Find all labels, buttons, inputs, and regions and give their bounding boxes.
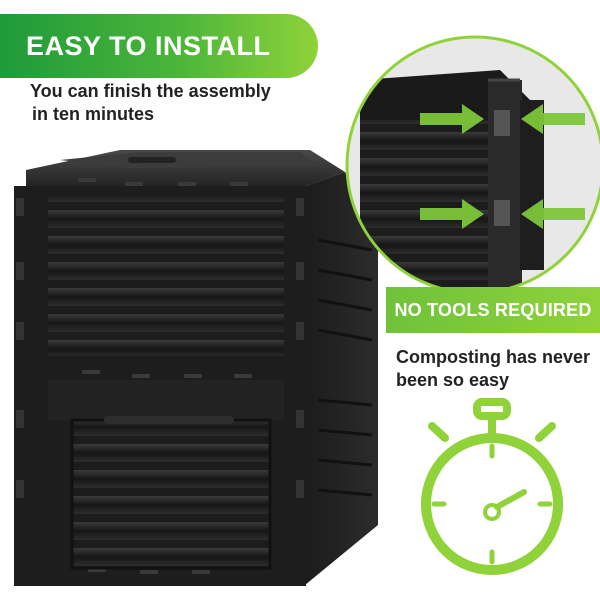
no-tools-badge: NO TOOLS REQUIRED (386, 287, 600, 333)
composting-tagline: Composting has never been so easy (396, 346, 600, 392)
banner-title: EASY TO INSTALL (26, 30, 271, 61)
badge-label: NO TOOLS REQUIRED (394, 299, 592, 320)
header-banner: EASY TO INSTALL (0, 14, 318, 78)
bin-side-panel (300, 172, 378, 585)
subtitle-line-1: You can finish the assembly (30, 81, 271, 101)
stopwatch-icon (421, 398, 563, 575)
arrow-left-icon (521, 104, 585, 229)
bin-top-panel (48, 196, 284, 356)
tagline-line-1: Composting has never (396, 347, 591, 367)
tagline-line-2: been so easy (396, 370, 510, 390)
subtitle-line-2: in ten minutes (32, 104, 155, 124)
zoom-detail (345, 35, 600, 295)
arrow-right-icon (420, 104, 484, 229)
assembly-subtitle: You can finish the assembly in ten minut… (30, 80, 330, 126)
bin-access-hatch (70, 418, 272, 570)
compost-bin (14, 150, 378, 586)
